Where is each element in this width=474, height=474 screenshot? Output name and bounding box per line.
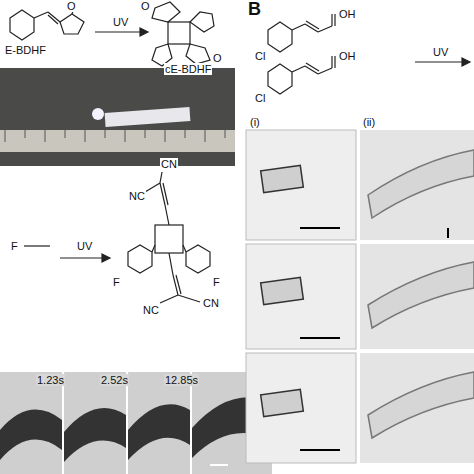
figure-label: Cl	[254, 92, 266, 104]
figure-label: UV	[76, 240, 93, 252]
figure-label: (ii)	[362, 116, 376, 128]
figure-label: F	[10, 240, 19, 252]
figure-label: E-BDHF	[4, 44, 47, 56]
figure-label: UV	[432, 46, 449, 58]
crystal-photo	[0, 68, 235, 166]
crystal-frames	[246, 130, 474, 463]
figure-label: F	[212, 276, 221, 288]
figure-label: B	[247, 0, 262, 20]
figure-label: Cl	[254, 50, 266, 62]
figure-label: (i)	[249, 116, 261, 128]
figure-label: cE-BDHF	[164, 63, 212, 75]
reaction-1	[10, 2, 214, 66]
figure-label: 2.52s	[100, 374, 129, 386]
figure-label: O	[212, 52, 223, 64]
figure-label: UV	[112, 16, 129, 28]
figure-label: OH	[338, 50, 357, 62]
figure-label: CN	[160, 158, 178, 170]
reaction-b	[268, 14, 470, 94]
bending-photos	[0, 372, 272, 474]
figure-label: CN	[202, 297, 220, 309]
reaction-2	[24, 172, 210, 303]
figure-label: OH	[338, 8, 357, 20]
figure-label: F	[112, 276, 121, 288]
figure-label: 12.85s	[164, 374, 199, 386]
figure-label: O	[140, 0, 151, 12]
figure-label: O	[66, 0, 77, 12]
figure-label: 1.23s	[36, 374, 65, 386]
figure-label: NC	[142, 304, 160, 316]
figure-label: NC	[128, 190, 146, 202]
